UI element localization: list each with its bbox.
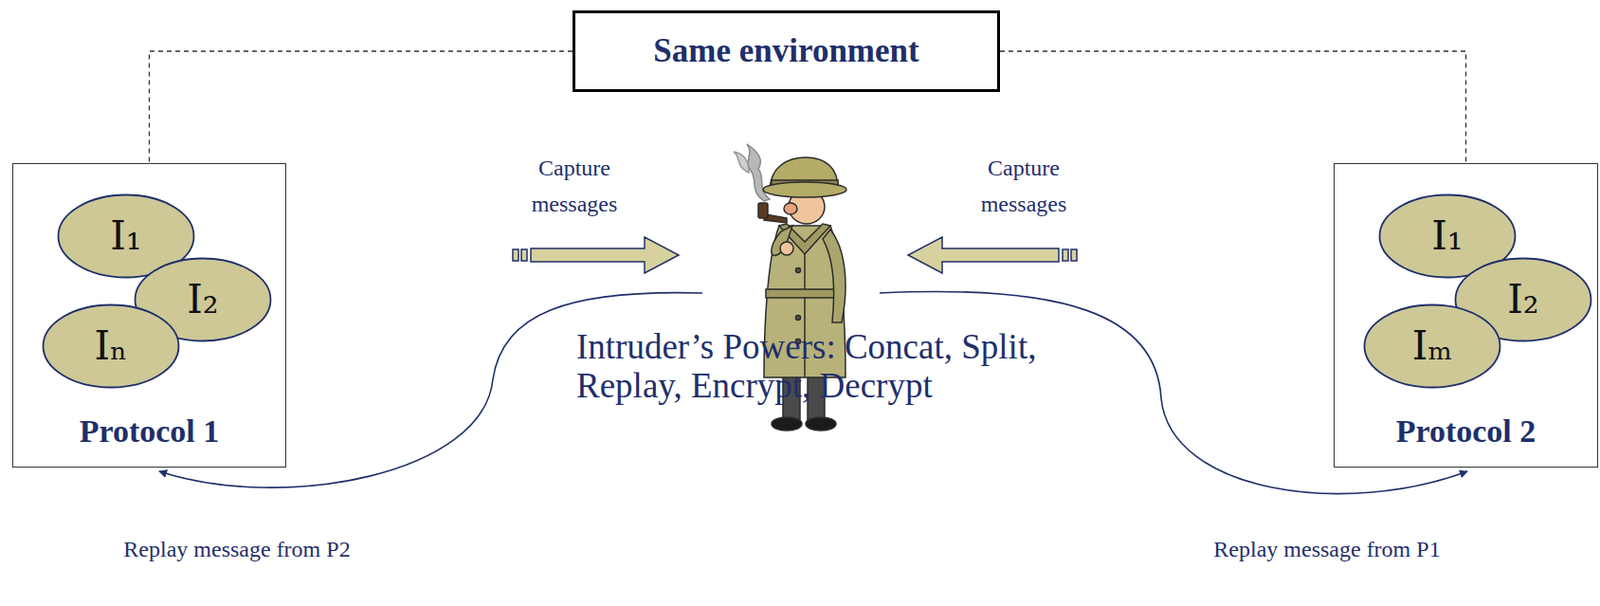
instance-ellipse: Iₘ (1363, 303, 1502, 389)
dashed-connector (1000, 51, 1467, 164)
protocol-box: I₁ I₂ IₘProtocol 2 (1333, 163, 1599, 468)
replay-label: Replay message from P1 (1184, 530, 1470, 567)
environment-box: Same environment (572, 10, 1000, 92)
dashed-connector (149, 51, 574, 164)
capture-label: Capture messages (952, 149, 1095, 223)
capture-arrow (908, 236, 1077, 273)
protocol-box: I₁ I₂ IₙProtocol 1 (12, 163, 287, 468)
environment-label: Same environment (653, 32, 919, 71)
capture-arrow (512, 236, 679, 273)
instance-label: I₁ (1431, 216, 1463, 256)
protocol-label: Protocol 1 (13, 413, 286, 450)
instance-label: I₁ (109, 216, 142, 256)
protocol-label: Protocol 2 (1334, 413, 1598, 450)
ellipse-shape (1364, 305, 1501, 388)
instance-label: Iₘ (1412, 326, 1453, 366)
powers-note: Intruder’s Powers: Concat, Split, Replay… (576, 327, 1108, 406)
ellipse-shape (43, 305, 180, 388)
instance-label: I₂ (1507, 279, 1539, 320)
instance-label: I₂ (186, 279, 219, 320)
instance-ellipse: Iₙ (41, 303, 181, 389)
instance-label: Iₙ (94, 326, 128, 366)
replay-label: Replay message from P2 (94, 530, 380, 567)
capture-label: Capture messages (503, 149, 646, 223)
